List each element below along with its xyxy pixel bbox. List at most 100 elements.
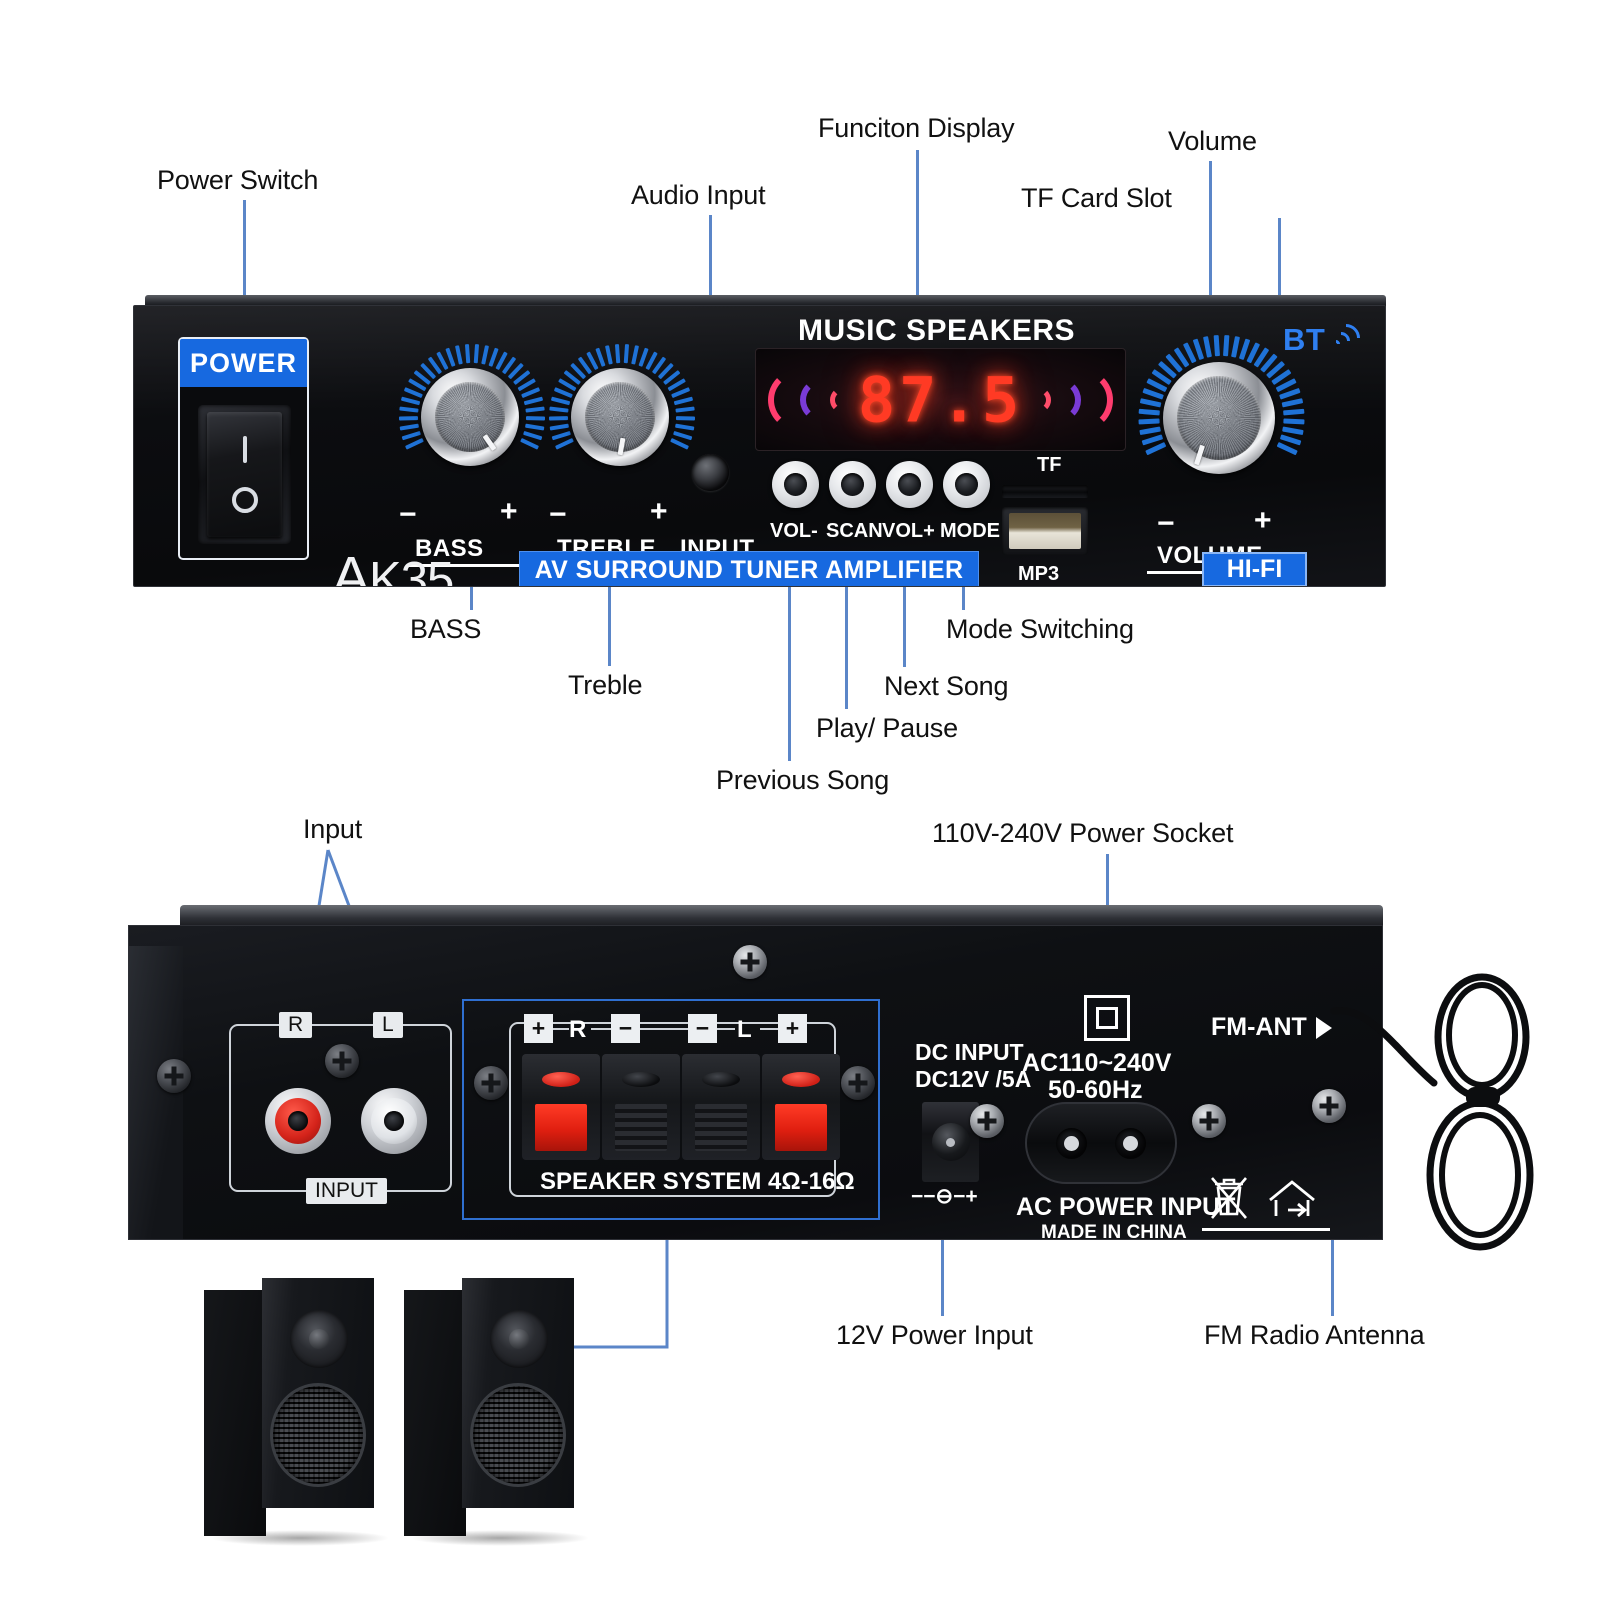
chassis-screw-fm	[1312, 1089, 1346, 1123]
dc-jack-pin	[946, 1137, 955, 1147]
knob-tick	[670, 438, 690, 450]
power-off-icon	[231, 487, 258, 513]
rca-jack-right[interactable]	[265, 1088, 331, 1154]
fm-antenna-cable	[1330, 973, 1534, 1251]
sound-wave-left-icon	[768, 367, 858, 433]
class-ii-icon	[1084, 995, 1130, 1041]
callout-treble: Treble	[568, 670, 643, 700]
dc-input-label-2: DC12V /5A	[915, 1066, 1032, 1092]
knob-tick	[675, 406, 695, 413]
button-scan[interactable]	[829, 461, 876, 508]
bass-knob-cap[interactable]	[421, 368, 519, 466]
callout-tf-card-slot: TF Card Slot	[1021, 183, 1172, 213]
usb-mp3-port[interactable]	[1002, 507, 1088, 555]
ac-inlet-hole-2	[1115, 1127, 1147, 1159]
fm-ant-label: FM-ANT	[1211, 1013, 1307, 1041]
terminal-lever-r-plus[interactable]	[535, 1104, 587, 1151]
speaker-terminal-r-minus[interactable]	[602, 1054, 680, 1160]
ac-power-input-label: AC POWER INPUT	[1016, 1193, 1236, 1221]
leader-volume	[1209, 161, 1212, 355]
leader-previous-song	[788, 480, 791, 761]
knob-tick	[524, 423, 545, 431]
tf-card-slot[interactable]	[1002, 485, 1088, 498]
button-vol-down[interactable]	[772, 461, 819, 508]
chassis-screw-left	[157, 1059, 191, 1093]
treble-plus-label: +	[650, 495, 668, 528]
knob-tick	[614, 344, 621, 364]
fm-ant-arrow-icon	[1316, 1017, 1332, 1039]
knob-tick	[1281, 398, 1304, 408]
knob-tick	[1139, 426, 1161, 436]
icons-underline	[1202, 1228, 1330, 1231]
terminal-r-letter: R	[569, 1016, 587, 1043]
leader-speaker-terminals	[533, 1223, 669, 1349]
knob-tick	[481, 345, 490, 365]
terminal-lever-r-minus[interactable]	[615, 1104, 667, 1151]
knob-tick	[1203, 336, 1212, 358]
speaker-terminal-r-plus[interactable]	[522, 1054, 600, 1160]
callout-mode-switching: Mode Switching	[946, 614, 1134, 644]
knob-tick	[675, 416, 696, 421]
made-in-china-label: MADE IN CHINA	[1041, 1222, 1187, 1240]
bass-label: BASS	[415, 535, 484, 562]
function-display: 87.5	[755, 348, 1126, 451]
treble-knob[interactable]	[545, 342, 696, 492]
speaker-right-shadow	[410, 1530, 590, 1546]
knob-tick	[604, 345, 613, 365]
knob-tick	[521, 387, 541, 399]
chassis-screw-top	[733, 945, 767, 979]
speaker-right-side	[404, 1290, 466, 1536]
rca-jack-left[interactable]	[361, 1088, 427, 1154]
knob-tick	[525, 416, 546, 421]
button-vol-up[interactable]	[886, 461, 933, 508]
ac-power-inlet[interactable]	[1025, 1102, 1177, 1184]
callout-audio-input: Audio Input	[631, 180, 766, 210]
knob-tick	[623, 344, 630, 364]
bass-underline	[409, 564, 526, 567]
dc-polarity-label: −−⊖−+	[911, 1185, 978, 1208]
dc-input-label-1: DC INPUT	[915, 1039, 1024, 1065]
knob-tick	[554, 438, 574, 450]
knob-tick	[631, 345, 640, 365]
power-switch-assembly[interactable]: POWER	[178, 337, 309, 560]
volume-knob-cap[interactable]	[1163, 362, 1275, 474]
knob-tick	[673, 430, 693, 441]
knob-tick	[1283, 408, 1305, 416]
callout-function-display: Funciton Display	[818, 113, 1015, 143]
speaker-system-label: SPEAKER SYSTEM 4Ω-16Ω	[540, 1168, 855, 1195]
audio-input-jack[interactable]	[692, 454, 729, 491]
knob-tick	[548, 416, 569, 421]
terminal-lever-l-minus[interactable]	[695, 1104, 747, 1151]
bass-knob[interactable]	[395, 342, 546, 492]
power-rocker[interactable]	[207, 412, 282, 537]
rear-panel: R L INPUT + R − − L +	[128, 905, 1383, 1240]
speaker-terminal-l-minus[interactable]	[682, 1054, 760, 1160]
chassis-screw-ac-right	[1192, 1104, 1226, 1138]
speaker-pair-illustration	[200, 1268, 590, 1546]
front-panel-face: POWER − + BASS	[133, 305, 1386, 587]
knob-tick	[1139, 398, 1162, 408]
terminal-line-2	[591, 1028, 611, 1030]
callout-fm-antenna: FM Radio Antenna	[1204, 1320, 1425, 1350]
button-mode[interactable]	[943, 461, 990, 508]
terminal-line-4	[717, 1028, 735, 1030]
volume-knob[interactable]	[1134, 333, 1305, 503]
weee-bin-icon	[1211, 1177, 1247, 1219]
knob-tick	[523, 430, 543, 441]
indoor-use-icon	[1269, 1180, 1315, 1218]
rear-panel-face: R L INPUT + R − − L +	[128, 925, 1383, 1240]
speaker-right-front	[462, 1278, 574, 1508]
bluetooth-signal-icon	[1326, 318, 1366, 358]
button-vol-down-label: VOL-	[770, 520, 818, 542]
terminal-l-letter: L	[737, 1016, 752, 1043]
terminal-lever-l-plus[interactable]	[775, 1104, 827, 1151]
speaker-terminal-l-plus[interactable]	[762, 1054, 840, 1160]
knob-tick	[671, 387, 691, 399]
dc-power-jack[interactable]	[922, 1102, 979, 1182]
terminal-dot-l-plus	[782, 1072, 820, 1087]
terminal-minus-r-tag: −	[611, 1014, 640, 1043]
dc-jack-barrel	[931, 1123, 970, 1161]
terminal-plus-l-tag: +	[778, 1014, 807, 1043]
power-rocker-frame[interactable]	[198, 405, 291, 544]
rca-hole-left	[384, 1111, 404, 1131]
